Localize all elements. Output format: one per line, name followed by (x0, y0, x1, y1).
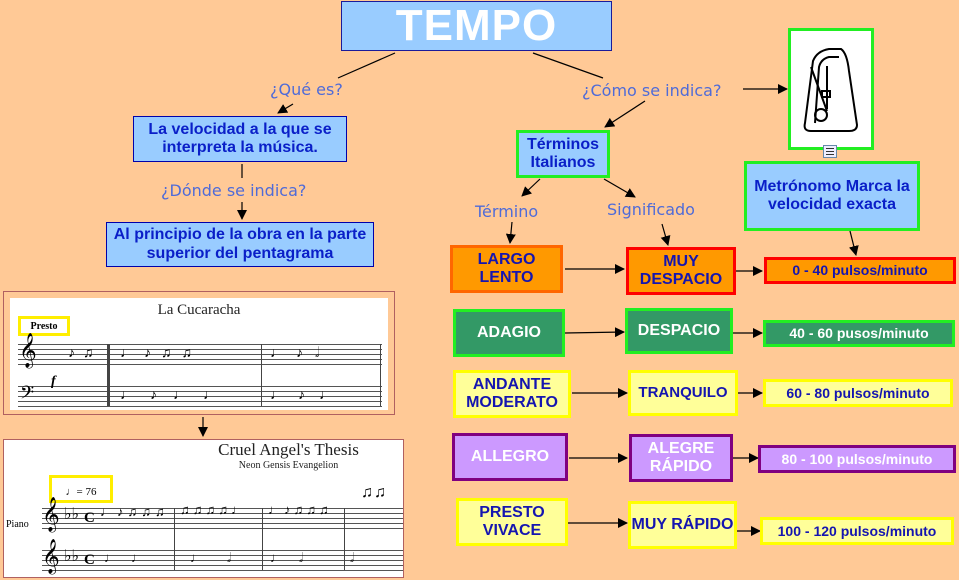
range-80-100[interactable]: 80 - 100 pulsos/minuto (758, 445, 956, 473)
treble-clef-icon: 𝄞 (42, 498, 60, 531)
key-signature: ♭♭ (64, 506, 80, 523)
chords: 𝅗𝅥 (350, 550, 355, 565)
score-title: La Cucaracha (157, 302, 241, 318)
italian-terms-node[interactable]: Términos Italianos (516, 130, 610, 178)
meaning-muy-despacio[interactable]: MUY DESPACIO (626, 247, 736, 295)
notes: ♩♪♩♩ (120, 388, 233, 403)
link-como-se-indica: ¿Cómo se indica? (582, 81, 722, 100)
chords: ♩𝅗𝅥 (190, 550, 256, 565)
notes: ♪♫ (68, 346, 102, 361)
barline (107, 344, 110, 406)
treble-clef-icon: 𝄞 (19, 334, 37, 367)
barline (174, 508, 175, 570)
link-significado: Significado (607, 200, 695, 219)
chords: ♩𝅗𝅥 (270, 550, 320, 565)
treble-staff-lower (42, 550, 403, 571)
definition-node[interactable]: La velocidad a la que se interpreta la m… (133, 116, 347, 162)
range-60-80[interactable]: 60 - 80 pulsos/minuto (763, 379, 953, 407)
metronome-icon (803, 48, 859, 132)
score-la-cucaracha[interactable]: La Cucaracha Presto 𝄞 𝄢 f ♪♫ ♩♪♫♫ ♩♪𝅗𝅥 ♩… (3, 291, 395, 415)
note-attachment-icon[interactable] (823, 145, 837, 158)
tempo-marking-76: ♩= 76 (49, 475, 113, 503)
instrument-label: Piano (6, 519, 29, 530)
term-andante-moderato[interactable]: ANDANTE MODERATO (453, 370, 571, 418)
meaning-alegre-rapido[interactable]: ALEGRE RÁPIDO (629, 434, 733, 482)
tempo-marking-presto: Presto (18, 316, 70, 336)
link-donde-se-indica: ¿Dónde se indica? (161, 181, 307, 200)
meaning-muy-rapido[interactable]: MUY RÁPIDO (628, 501, 737, 549)
notes: ♫♫ (361, 484, 387, 501)
notes: ♩♪♫♫ (120, 346, 202, 361)
barline (380, 344, 381, 406)
metronome-node[interactable]: Metrónomo Marca la velocidad exacta (744, 161, 920, 231)
range-0-40[interactable]: 0 - 40 pulsos/minuto (764, 257, 956, 284)
treble-staff (42, 508, 403, 529)
title-node[interactable]: TEMPO (341, 1, 612, 51)
barline (262, 508, 263, 570)
term-allegro[interactable]: ALLEGRO (452, 433, 568, 481)
term-largo-lento[interactable]: LARGO LENTO (450, 245, 563, 293)
barline (344, 508, 345, 570)
range-40-60[interactable]: 40 - 60 pusos/minuto (763, 320, 955, 347)
time-signature: C (84, 510, 95, 526)
notes: ♩♪♩ (270, 388, 347, 403)
metronome-image[interactable] (788, 28, 874, 150)
range-100-120[interactable]: 100 - 120 pulsos/minuto (760, 517, 954, 545)
notes: ♩♪𝅗𝅥 (270, 346, 332, 361)
notes: ♩♪♫♫♫ (268, 502, 332, 517)
bass-clef-icon: 𝄢 (20, 382, 35, 407)
term-adagio[interactable]: ADAGIO (453, 309, 565, 357)
location-node[interactable]: Al principio de la obra en la parte supe… (106, 222, 374, 267)
score-cruel-angels-thesis[interactable]: Cruel Angel's Thesis Neon Gensis Evangel… (3, 439, 404, 578)
link-termino: Término (475, 202, 539, 221)
score-subtitle: Neon Gensis Evangelion (238, 460, 339, 471)
key-signature: ♭♭ (64, 548, 80, 565)
bass-staff (18, 386, 382, 407)
notes: ♩♪♫♫♫ (100, 504, 169, 519)
dynamic-marking: f (51, 374, 56, 389)
meaning-tranquilo[interactable]: TRANQUILO (628, 370, 738, 416)
treble-staff (18, 344, 382, 365)
barline (261, 344, 262, 406)
score-title: Cruel Angel's Thesis (218, 440, 359, 459)
time-signature: C (84, 552, 95, 568)
treble-clef-icon: 𝄞 (42, 540, 60, 573)
chords: ♩♩ (104, 550, 158, 565)
term-presto-vivace[interactable]: PRESTO VIVACE (456, 498, 568, 546)
notes: ♫♫♫♫♩ (180, 502, 247, 517)
link-que-es: ¿Qué es? (270, 80, 343, 99)
meaning-despacio[interactable]: DESPACIO (625, 308, 733, 354)
